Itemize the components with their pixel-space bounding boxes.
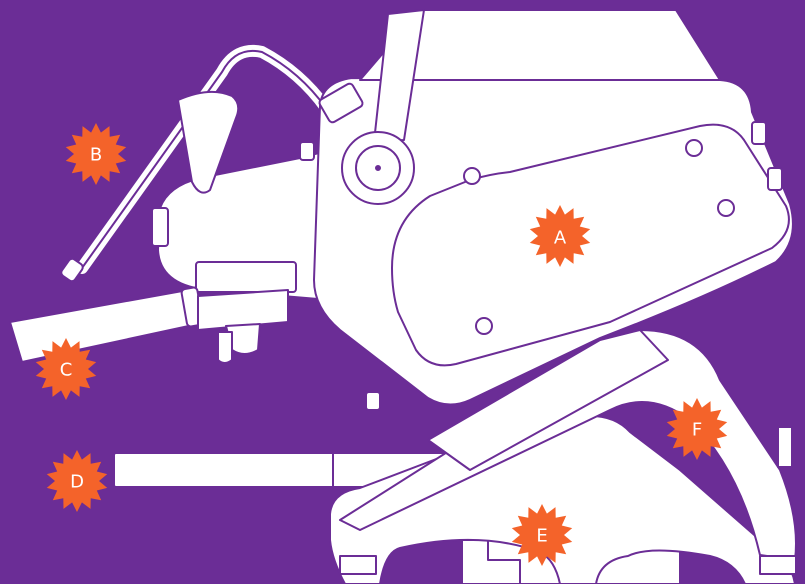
marker-d-label: D (70, 472, 84, 493)
side-knob-2 (768, 168, 782, 190)
gauge-pin (376, 166, 380, 170)
lower-knob (366, 392, 380, 410)
screw-4 (476, 318, 492, 334)
front-knob (300, 142, 314, 160)
portafilter-cup (218, 332, 232, 363)
screw-1 (464, 168, 480, 184)
screw-3 (718, 200, 734, 216)
marker-b-label: B (90, 145, 102, 166)
marker-a-label: A (554, 228, 567, 249)
marker-e-label: E (536, 526, 547, 547)
foot-right (760, 556, 796, 574)
marker-c-label: C (60, 360, 73, 381)
side-knob-1 (752, 122, 766, 144)
marker-f-label: F (692, 420, 702, 441)
group-collar (196, 262, 296, 292)
foot-left (340, 556, 376, 574)
group-knob (152, 208, 168, 246)
stand-post (778, 427, 792, 467)
screw-2 (686, 140, 702, 156)
